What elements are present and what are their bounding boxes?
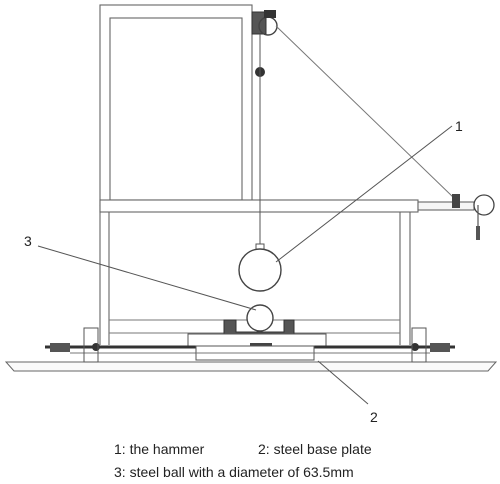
caption-hammer: 1: the hammer xyxy=(114,441,205,457)
leader-hammer xyxy=(275,125,453,263)
leader-lines xyxy=(37,125,453,405)
frame-right-leg xyxy=(399,212,411,345)
release-cable xyxy=(275,25,455,199)
hammer xyxy=(238,248,282,292)
ground-slab xyxy=(4,361,498,372)
callout-hammer: 1 xyxy=(455,118,463,134)
frame-tower xyxy=(99,4,253,345)
steel-ball xyxy=(246,304,274,332)
callout-base-plate: 2 xyxy=(370,409,378,425)
callout-steel-ball: 3 xyxy=(24,233,32,249)
leader-base-plate xyxy=(317,360,369,405)
caption-steel-ball: 3: steel ball with a diameter of 63.5mm xyxy=(114,464,354,480)
steel-base-plate xyxy=(195,345,315,361)
caption-base-plate: 2: steel base plate xyxy=(258,441,372,457)
horizontal-beam xyxy=(99,199,475,213)
hammer-assembly xyxy=(238,34,282,292)
leader-steel-ball xyxy=(37,245,257,311)
release-mechanism xyxy=(251,10,278,77)
steel-ball-holder xyxy=(187,304,327,347)
right-bracket xyxy=(452,194,495,240)
